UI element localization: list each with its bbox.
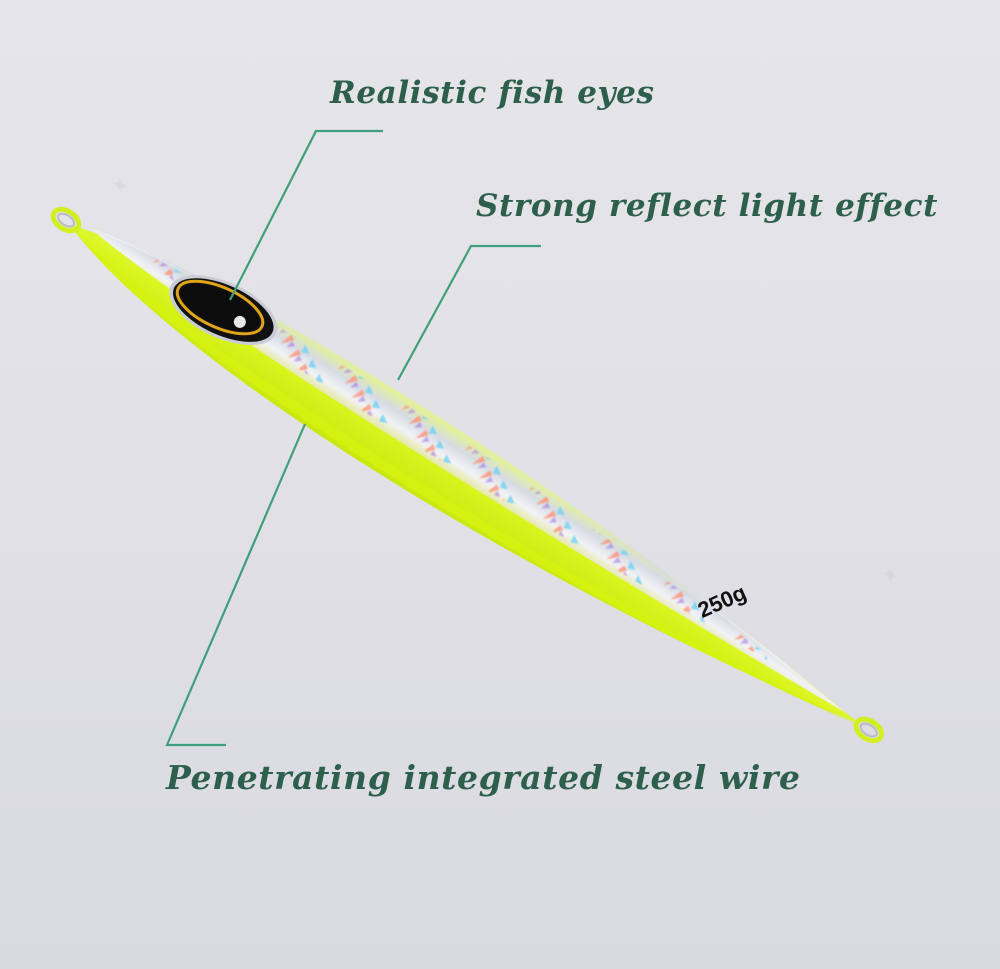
callout-label-reflect-light: Strong reflect light effect bbox=[476, 188, 938, 224]
callout-lines bbox=[165, 129, 541, 747]
fish-eye-icon bbox=[169, 275, 278, 346]
lure-body bbox=[50, 206, 885, 744]
callout-label-steel-wire: Penetrating integrated steel wire bbox=[166, 758, 801, 797]
front-eyelet-icon bbox=[50, 206, 82, 234]
callout-line-wire bbox=[165, 423, 307, 747]
callout-line-eyes bbox=[229, 129, 383, 301]
callout-label-fish-eyes: Realistic fish eyes bbox=[330, 75, 655, 111]
rear-eyelet-icon bbox=[853, 716, 885, 744]
callout-line-reflect bbox=[397, 244, 541, 381]
